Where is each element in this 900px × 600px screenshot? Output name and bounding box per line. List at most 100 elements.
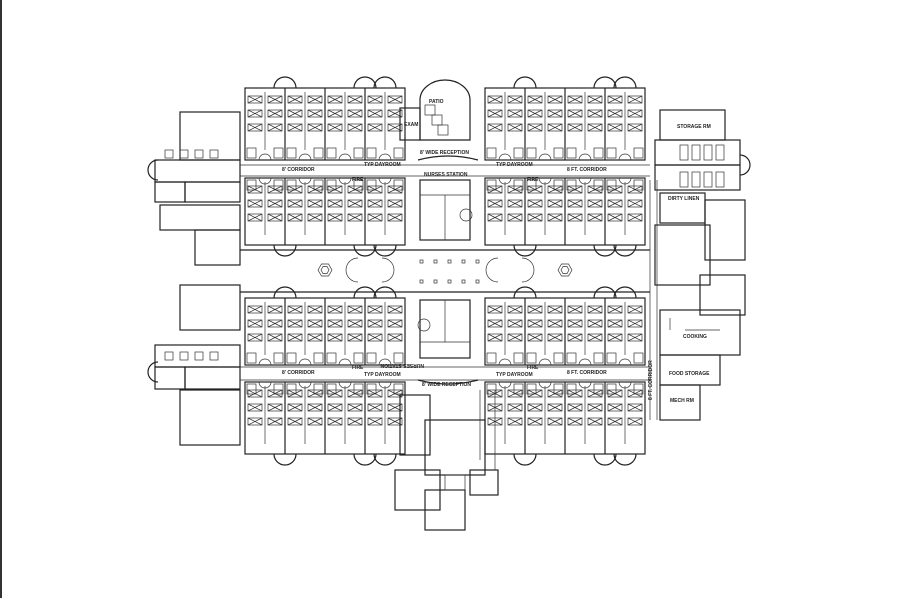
bed <box>527 389 543 398</box>
bed-line <box>547 305 563 314</box>
bed <box>587 95 603 104</box>
bay-window <box>373 286 397 299</box>
bed-line <box>387 185 403 194</box>
bed <box>567 213 583 222</box>
door-swing <box>338 153 352 161</box>
bed <box>547 95 563 104</box>
bed-line <box>627 199 643 208</box>
bed <box>367 95 383 104</box>
bed <box>487 305 503 314</box>
bed-line <box>267 403 283 412</box>
door-swing <box>578 358 592 366</box>
bed-line <box>267 95 283 104</box>
bed <box>247 403 263 412</box>
bed <box>547 213 563 222</box>
bed-line <box>567 403 583 412</box>
toilet <box>179 149 189 159</box>
bed <box>567 389 583 398</box>
label-patio: PATIO <box>429 99 444 105</box>
patio <box>419 79 471 141</box>
bed <box>567 123 583 132</box>
bed <box>307 213 323 222</box>
bed <box>367 199 383 208</box>
bed <box>527 123 543 132</box>
stall <box>703 144 713 161</box>
bed-line <box>287 199 303 208</box>
bed-line <box>527 389 543 398</box>
bed-line <box>307 185 323 194</box>
bed-line <box>567 333 583 342</box>
bed <box>587 109 603 118</box>
bed <box>287 333 303 342</box>
annex-room <box>194 229 241 266</box>
bed <box>507 185 523 194</box>
bed <box>607 109 623 118</box>
bed <box>607 185 623 194</box>
bed <box>267 213 283 222</box>
bed-line <box>527 305 543 314</box>
bathroom <box>326 383 337 395</box>
bed-line <box>507 213 523 222</box>
bed-line <box>587 95 603 104</box>
annex-room <box>179 284 241 331</box>
bed <box>387 305 403 314</box>
bed <box>247 333 263 342</box>
bed <box>267 109 283 118</box>
bed-line <box>367 389 383 398</box>
stall <box>703 171 713 188</box>
bed-line <box>507 199 523 208</box>
bed <box>527 109 543 118</box>
label-dirty-linen: DIRTY LINEN <box>668 196 700 202</box>
bed <box>367 333 383 342</box>
bed <box>287 123 303 132</box>
bed-line <box>527 319 543 328</box>
bed <box>247 95 263 104</box>
bed <box>387 95 403 104</box>
bed <box>327 199 343 208</box>
bathroom <box>526 383 537 395</box>
bed <box>287 389 303 398</box>
bed <box>607 417 623 426</box>
bed-line <box>627 185 643 194</box>
bed-line <box>487 333 503 342</box>
bathroom <box>273 179 284 191</box>
bathroom <box>246 179 257 191</box>
bed <box>587 123 603 132</box>
annex-room <box>704 199 746 261</box>
label-corridor-left-top: 8' CORRIDOR <box>282 167 315 173</box>
bed-line <box>587 109 603 118</box>
bed-line <box>267 123 283 132</box>
label-fire-1: FIRE <box>352 177 364 183</box>
bed-line <box>247 213 263 222</box>
door-swing <box>258 358 272 366</box>
bed-line <box>567 417 583 426</box>
bed-line <box>567 109 583 118</box>
bed <box>327 305 343 314</box>
bed-line <box>307 417 323 426</box>
bed <box>627 333 643 342</box>
bed <box>247 199 263 208</box>
bed <box>527 319 543 328</box>
door-swing <box>378 381 392 389</box>
bed-line <box>587 333 603 342</box>
bed <box>607 95 623 104</box>
bathroom <box>286 179 297 191</box>
bed-line <box>527 185 543 194</box>
bed <box>247 213 263 222</box>
bed-line <box>627 95 643 104</box>
bed-line <box>547 123 563 132</box>
toilet <box>209 351 219 361</box>
bed <box>247 389 263 398</box>
bed-line <box>507 333 523 342</box>
bed-line <box>347 185 363 194</box>
door-swing <box>498 177 512 185</box>
bathroom <box>393 147 404 159</box>
bed-line <box>247 185 263 194</box>
annex-room <box>654 164 741 191</box>
bed-line <box>387 333 403 342</box>
bed-line <box>507 403 523 412</box>
patio-step <box>437 124 449 136</box>
bed <box>347 389 363 398</box>
bed-line <box>307 389 323 398</box>
bed-line <box>627 333 643 342</box>
